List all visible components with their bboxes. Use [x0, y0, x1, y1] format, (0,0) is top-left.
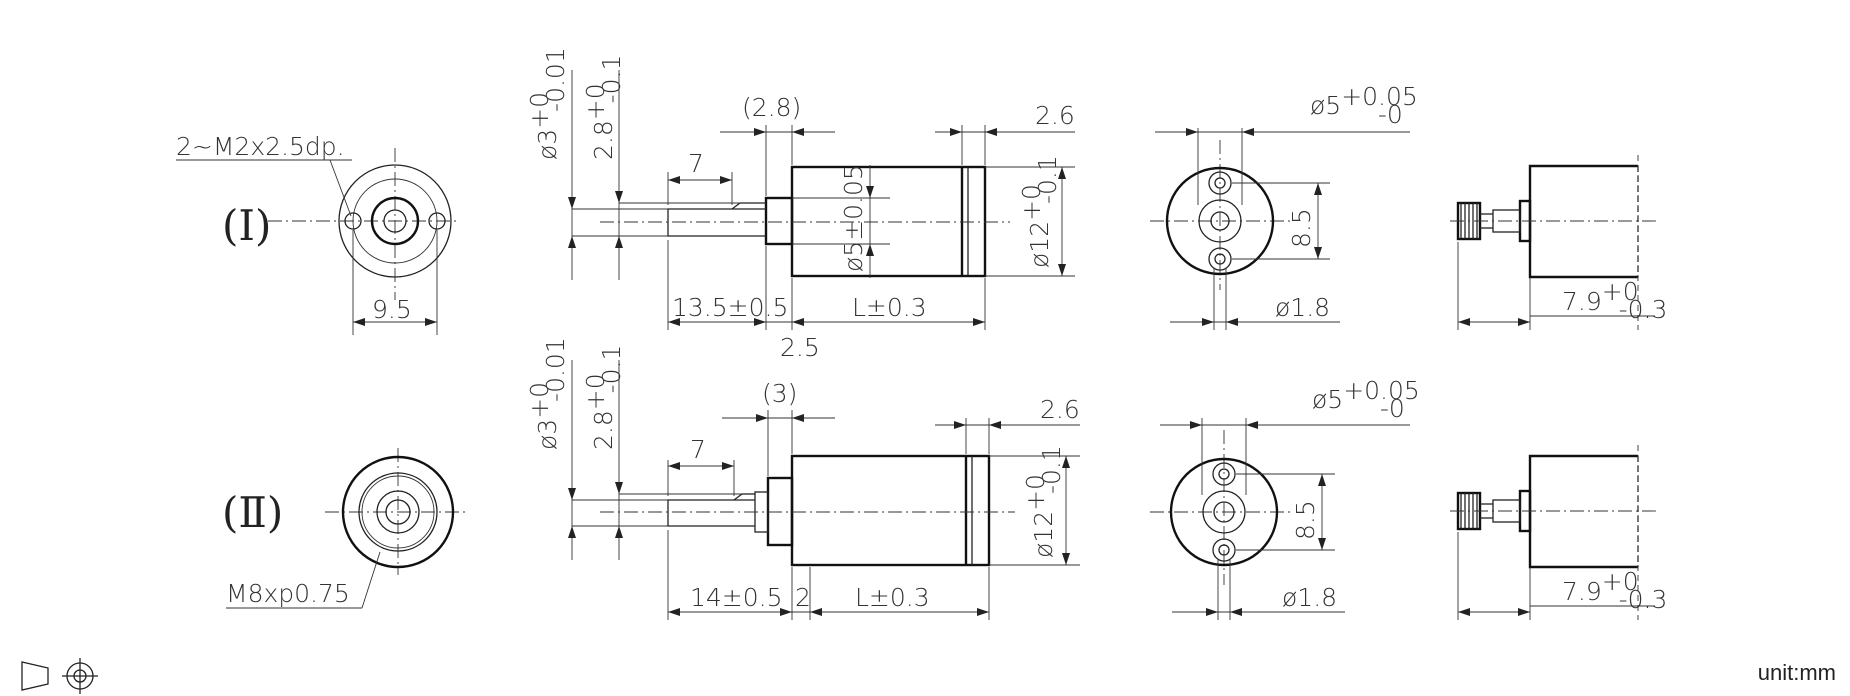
boss-ref-2: (3) — [762, 379, 797, 408]
boss-dia-1: ø5±0.05 — [839, 164, 868, 272]
pcd-dim: 9.5 — [372, 295, 412, 324]
body-dia-1: ø12+0-0.1 — [1017, 155, 1062, 268]
front-view-1: (Ⅰ) 2~M2x2.5dp. 9.5 — [176, 132, 458, 335]
side-dim-2: 7.9+0-0.3 — [1562, 567, 1667, 614]
term-dia-1: ø5+0.05-0 — [1310, 82, 1418, 129]
end-cap-1: 2.6 — [1035, 101, 1075, 130]
pin-dia-1: ø1.8 — [1275, 293, 1330, 322]
side-dim-1: 7.9+0-0.3 — [1562, 277, 1667, 324]
shaft-dia-2: ø3+0-0.01 — [525, 337, 570, 450]
body-dia-2: ø12+0-0.1 — [1021, 445, 1066, 558]
body-len-1: L±0.3 — [852, 293, 927, 322]
term-pitch-2: 8.5 — [1291, 500, 1320, 540]
boss-len-2: 2 — [795, 583, 811, 612]
pin-dia-2: ø1.8 — [1282, 583, 1337, 612]
flat-len-2: 7 — [690, 435, 706, 464]
shaft-len-2: 14±0.5 — [690, 583, 783, 612]
flat-dim-2: 2.8+0-0.1 — [581, 345, 626, 450]
shaft-dia-1: ø3+0-0.01 — [525, 47, 570, 160]
view-label-1: (Ⅰ) — [222, 201, 271, 250]
end-cap-2: 2.6 — [1040, 395, 1080, 424]
boss-len-1: 2.5 — [780, 333, 820, 362]
first-angle-projection-icon — [21, 658, 98, 694]
terminal-view-1: ø5+0.05-0 8.5 ø1.8 — [1150, 82, 1418, 330]
flat-len-1: 7 — [688, 149, 704, 178]
front-view-2: (Ⅱ) M8xp0.75 — [222, 448, 465, 609]
side-view-1: ø3+0-0.01 2.8+0-0.1 7 (2.8) 2.6 — [525, 47, 1075, 362]
unit-label: unit:mm — [1757, 660, 1836, 685]
flat-dim-1: 2.8+0-0.1 — [581, 55, 626, 160]
term-dia-2: ø5+0.05-0 — [1312, 376, 1420, 423]
boss-ref-1: (2.8) — [742, 93, 801, 122]
shaft-len-1: 13.5±0.5 — [672, 293, 788, 322]
rear-view-1: 7.9+0-0.3 — [1450, 155, 1667, 330]
term-pitch-1: 8.5 — [1287, 208, 1316, 248]
side-view-2: ø3+0-0.01 2.8+0-0.1 7 (3) 2.6 ø12+0 — [525, 337, 1080, 620]
hole-note: 2~M2x2.5dp. — [176, 132, 345, 161]
thread-note: M8xp0.75 — [226, 579, 350, 608]
terminal-view-2: ø5+0.05-0 8.5 ø1.8 — [1150, 376, 1420, 620]
rear-view-2: 7.9+0-0.3 — [1450, 445, 1667, 620]
view-label-2: (Ⅱ) — [222, 488, 283, 537]
body-len-2: L±0.3 — [855, 583, 930, 612]
